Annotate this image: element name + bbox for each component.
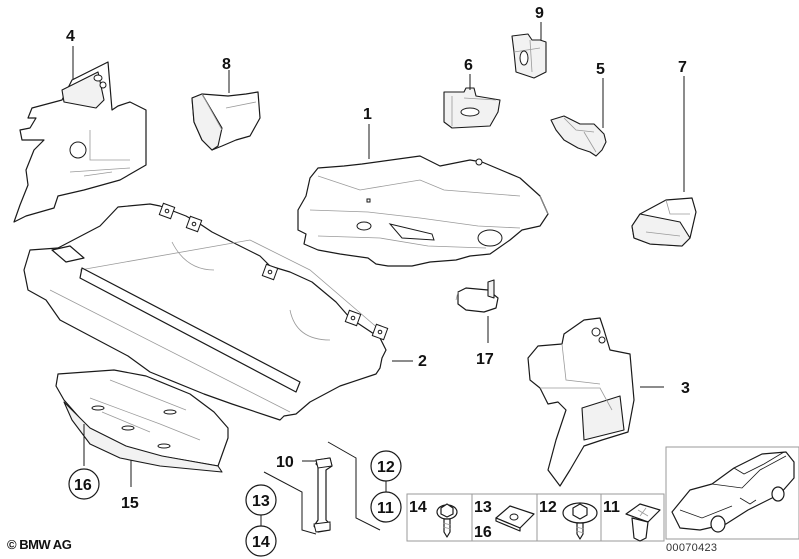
vehicle-thumbnail — [665, 446, 799, 540]
callout-15[interactable]: 15 — [121, 495, 139, 512]
image-number: 00070423 — [666, 542, 718, 554]
legend-item-12[interactable]: 12 — [539, 499, 598, 540]
legend-label-13: 13 — [474, 499, 492, 516]
callout-16-circled[interactable]: 16 — [68, 468, 100, 500]
sedan-car-icon — [671, 451, 795, 533]
legend-label-16: 16 — [474, 524, 492, 541]
legend-label-14: 14 — [409, 499, 427, 516]
copyright-label: © BMW AG — [7, 537, 72, 552]
callout-11[interactable]: 11 — [377, 500, 394, 517]
legend-item-13-16[interactable]: 13 16 — [474, 499, 535, 541]
part-8-air-duct-left[interactable] — [191, 91, 261, 151]
callout-2[interactable]: 2 — [418, 353, 427, 370]
expanding-nut-icon — [625, 503, 661, 542]
part-7-air-duct-right[interactable] — [631, 197, 697, 247]
part-10-support-strap[interactable] — [263, 441, 381, 535]
part-3-right-side-shield[interactable] — [527, 317, 635, 487]
part-1-main-heat-shield[interactable] — [297, 155, 549, 267]
callout-7[interactable]: 7 — [678, 59, 687, 76]
callout-12[interactable]: 12 — [377, 459, 395, 476]
callout-17[interactable]: 17 — [476, 351, 494, 368]
callout-14[interactable]: 14 — [252, 534, 270, 551]
callout-10[interactable]: 10 — [276, 454, 294, 471]
callout-5[interactable]: 5 — [596, 61, 605, 78]
callout-8[interactable]: 8 — [222, 56, 231, 73]
callout-13-circled[interactable]: 13 — [245, 484, 277, 516]
legend-label-12: 12 — [539, 499, 557, 516]
part-6-bracket-plate[interactable] — [443, 87, 501, 129]
callout-1[interactable]: 1 — [363, 106, 372, 123]
part-4-left-side-shield[interactable] — [13, 61, 147, 223]
legend-item-14[interactable]: 14 — [409, 499, 458, 538]
callout-14-circled[interactable]: 14 — [245, 525, 277, 557]
callout-16[interactable]: 16 — [74, 477, 92, 494]
callout-13[interactable]: 13 — [252, 493, 270, 510]
callout-12-circled[interactable]: 12 — [370, 450, 402, 482]
callout-6[interactable]: 6 — [464, 57, 473, 74]
screw-large-icon — [562, 502, 598, 540]
screw-small-icon — [436, 503, 458, 538]
hardware-legend — [406, 493, 665, 542]
part-9-rubber-block[interactable] — [511, 33, 547, 79]
callout-3[interactable]: 3 — [681, 380, 690, 397]
part-5-clip-bracket[interactable] — [550, 115, 607, 157]
callout-11-circled[interactable]: 11 — [370, 491, 402, 523]
part-2-underbody-guard[interactable] — [23, 202, 389, 421]
legend-item-11[interactable]: 11 — [603, 499, 661, 542]
callout-4[interactable]: 4 — [66, 28, 75, 45]
callout-9[interactable]: 9 — [535, 5, 544, 22]
legend-label-11: 11 — [603, 499, 620, 516]
part-17-cap[interactable] — [455, 279, 499, 313]
part-15-front-panel[interactable] — [55, 369, 229, 473]
clip-nut-icon — [495, 505, 535, 532]
